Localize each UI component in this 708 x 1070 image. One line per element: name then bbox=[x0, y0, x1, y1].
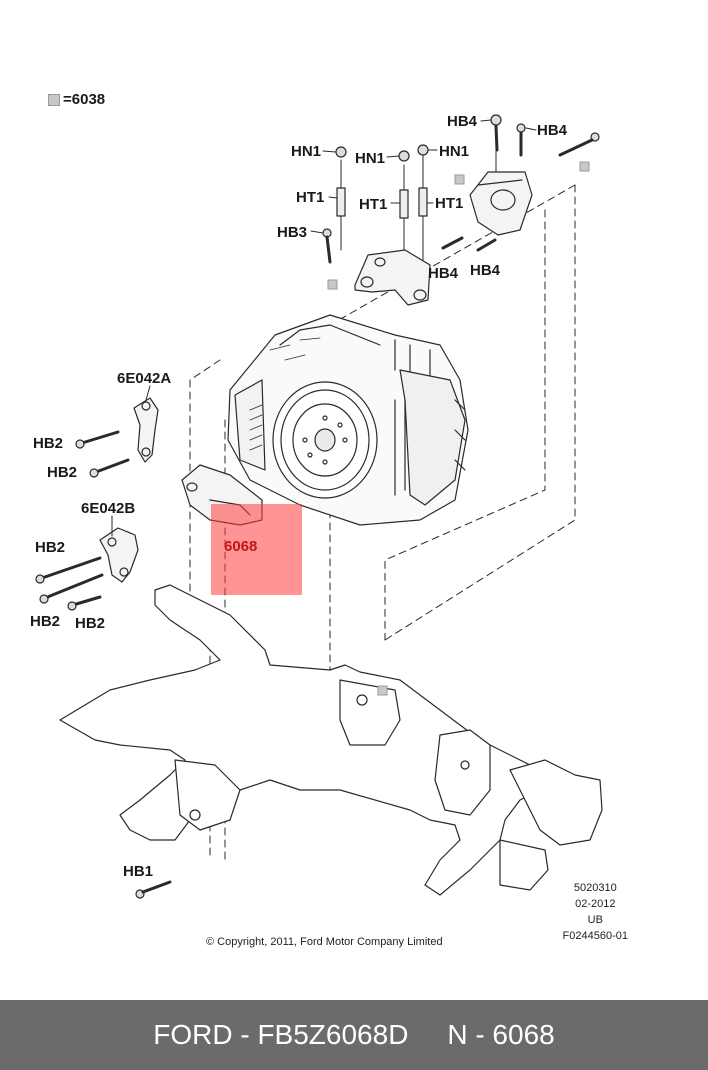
drawing-meta: 5020310 02-2012 UB F0244560-01 bbox=[563, 880, 628, 944]
bracket-6e042a bbox=[133, 397, 159, 463]
hb1-bolt bbox=[135, 880, 172, 899]
footer-part: N - 6068 bbox=[447, 1019, 555, 1050]
label-hb3: HB3 bbox=[277, 224, 308, 241]
label-ht1: HT1 bbox=[296, 189, 325, 206]
subframe bbox=[59, 584, 603, 896]
label-ht1: HT1 bbox=[435, 195, 464, 212]
label-hb2: HB2 bbox=[47, 464, 78, 481]
label-hb1: HB1 bbox=[123, 863, 154, 880]
label-hb2: HB2 bbox=[30, 613, 61, 630]
meta-line: UB bbox=[587, 914, 603, 926]
label-hb2: HB2 bbox=[75, 615, 106, 632]
label-hb4: HB4 bbox=[447, 113, 478, 130]
label-hb4: HB4 bbox=[428, 265, 459, 282]
legend-text: =6038 bbox=[63, 91, 106, 108]
hb2-bolt-heads bbox=[35, 439, 99, 611]
label-hb4: HB4 bbox=[470, 262, 501, 279]
marker-6038-icons bbox=[327, 161, 590, 696]
copyright-text: © Copyright, 2011, Ford Motor Company Li… bbox=[206, 936, 443, 948]
label-hb2: HB2 bbox=[33, 435, 64, 452]
meta-line: F0244560-01 bbox=[562, 930, 628, 942]
label-hn1: HN1 bbox=[355, 150, 386, 167]
highlight-label-6068: 6068 bbox=[224, 538, 258, 555]
part-number-footer: FORD - FB5Z6068D N - 6068 bbox=[0, 1000, 708, 1070]
top-mount-bracket bbox=[354, 249, 431, 306]
label-6e042b: 6E042B bbox=[81, 500, 136, 517]
label-6e042a: 6E042A bbox=[117, 370, 172, 387]
hb2-bolts-left bbox=[40, 430, 130, 607]
flywheel bbox=[272, 381, 378, 499]
footer-gap bbox=[408, 1019, 447, 1051]
label-hn1: HN1 bbox=[291, 143, 322, 160]
upper-right-insulator bbox=[469, 171, 533, 236]
highlight-box-6068 bbox=[211, 504, 302, 595]
bracket-6e042b bbox=[99, 527, 139, 583]
legend: =6038 bbox=[48, 91, 105, 108]
footer-brand: FORD - FB5Z6068D bbox=[153, 1019, 409, 1050]
meta-line: 02-2012 bbox=[575, 898, 616, 910]
label-hb2: HB2 bbox=[35, 539, 66, 556]
top-fasteners bbox=[322, 114, 600, 264]
gray-square-icon bbox=[48, 93, 60, 106]
exploded-parts-diagram: =6038 HN1 HN1 HN1 HB4 HB4 HB4 HB4 HT1 HT… bbox=[30, 91, 628, 948]
leader-lines bbox=[111, 119, 537, 537]
label-hb4: HB4 bbox=[537, 122, 568, 139]
label-hn1: HN1 bbox=[439, 143, 470, 160]
label-ht1: HT1 bbox=[359, 196, 388, 213]
meta-line: 5020310 bbox=[573, 882, 617, 894]
